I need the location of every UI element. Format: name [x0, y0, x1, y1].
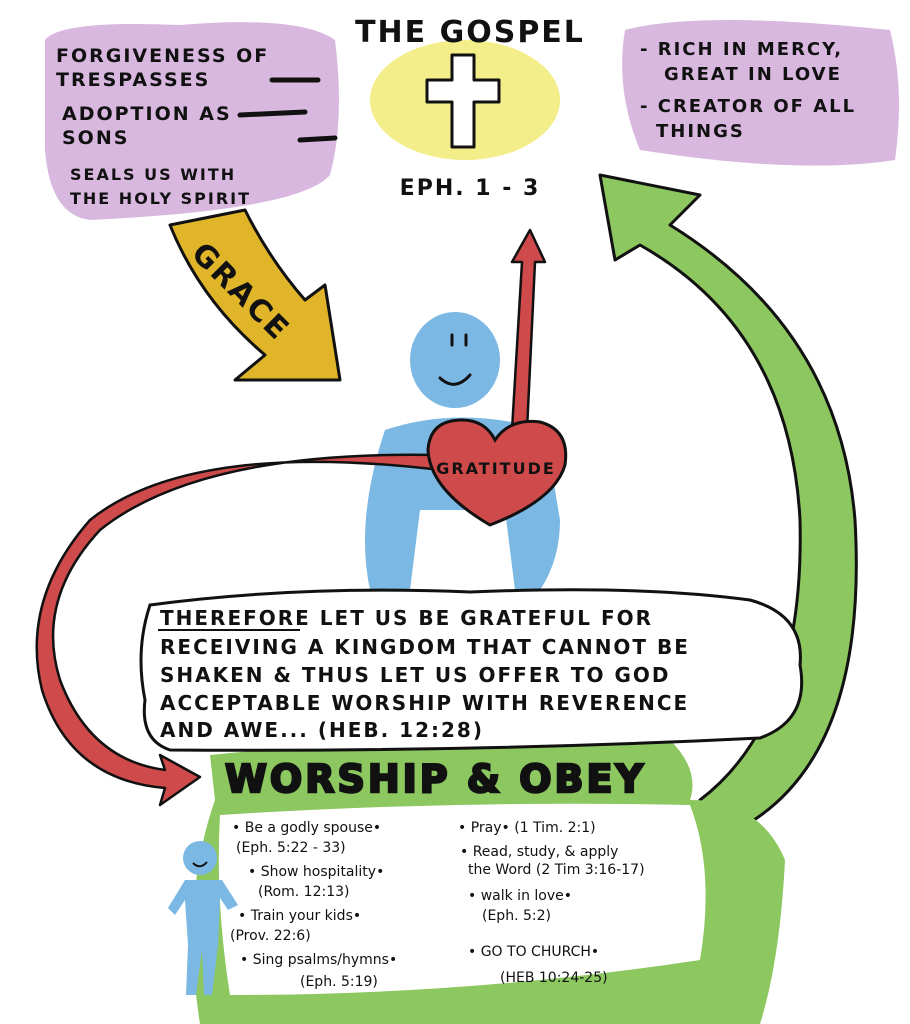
reference: EPH. 1 - 3	[400, 176, 541, 201]
gratitude-up-arrow	[510, 228, 547, 432]
small-person-figure	[168, 841, 238, 995]
action-ref: (Prov. 22:6)	[230, 928, 311, 944]
actions-right: • Pray• (1 Tim. 2:1) • Read, study, & ap…	[458, 820, 645, 986]
blessing-line: THE HOLY SPIRIT	[70, 189, 251, 208]
blessing-line: SONS	[62, 127, 129, 149]
verse-cloud	[139, 588, 804, 752]
person-face	[438, 333, 472, 386]
blessing-line: FORGIVENESS OF	[56, 45, 269, 67]
action-ref: (HEB 10:24-25)	[500, 970, 608, 986]
gratitude-curve-arrow	[35, 453, 442, 807]
small-person-face	[192, 861, 208, 868]
action-ref: (Eph. 5:22 - 33)	[236, 840, 346, 856]
blessing-line: ADOPTION AS	[62, 103, 232, 125]
heart-label: GRATITUDE	[436, 459, 556, 478]
attribute-line: - CREATOR OF ALL	[640, 96, 856, 117]
action-item: • Be a godly spouse•	[232, 820, 381, 836]
blessing-line: SEALS US WITH	[70, 165, 236, 184]
action-item: • walk in love•	[468, 888, 572, 904]
verse-line: RECEIVING A KINGDOM THAT CANNOT BE	[160, 635, 690, 659]
action-ref: (Eph. 5:2)	[482, 908, 551, 924]
right-attributes: - RICH IN MERCY, GREAT IN LOVE - CREATOR…	[640, 39, 856, 142]
right-purple-blob	[622, 20, 899, 166]
verse-line: THEREFORE LET US BE GRATEFUL FOR	[160, 606, 653, 630]
verse-line: SHAKEN & THUS LET US OFFER TO GOD	[160, 663, 670, 687]
action-item: • Train your kids•	[238, 908, 361, 924]
action-ref: (Eph. 5:19)	[300, 974, 378, 990]
action-ref: the Word (2 Tim 3:16-17)	[468, 862, 645, 878]
connector-dashes	[237, 77, 338, 143]
action-item: • GO TO CHURCH•	[468, 944, 599, 960]
verse-line: AND AWE... (HEB. 12:28)	[160, 718, 484, 742]
left-blessings: FORGIVENESS OF TRESPASSES ADOPTION AS SO…	[56, 45, 269, 208]
heart-icon	[426, 418, 568, 527]
blessing-line: TRESPASSES	[56, 69, 210, 91]
actions-left: • Be a godly spouse• (Eph. 5:22 - 33) • …	[230, 820, 397, 990]
action-item: • Read, study, & apply	[460, 844, 618, 860]
list-panel	[218, 803, 706, 995]
action-item: • Pray• (1 Tim. 2:1)	[458, 820, 596, 836]
cross-icon	[425, 53, 501, 149]
worship-heading: WORSHIP & OBEY	[225, 757, 646, 801]
attribute-line: THINGS	[656, 121, 745, 142]
attribute-line: GREAT IN LOVE	[664, 64, 842, 85]
grace-arrow	[168, 208, 342, 382]
action-ref: (Rom. 12:13)	[258, 884, 349, 900]
verse-text: THEREFORE LET US BE GRATEFUL FOR RECEIVI…	[160, 606, 690, 742]
attribute-line: - RICH IN MERCY,	[640, 39, 843, 60]
left-purple-blob	[45, 22, 339, 221]
action-item: • Sing psalms/hymns•	[240, 952, 397, 968]
page-title: THE GOSPEL	[355, 15, 585, 50]
action-item: • Show hospitality•	[248, 864, 384, 880]
verse-line: ACCEPTABLE WORSHIP WITH REVERENCE	[160, 691, 689, 715]
